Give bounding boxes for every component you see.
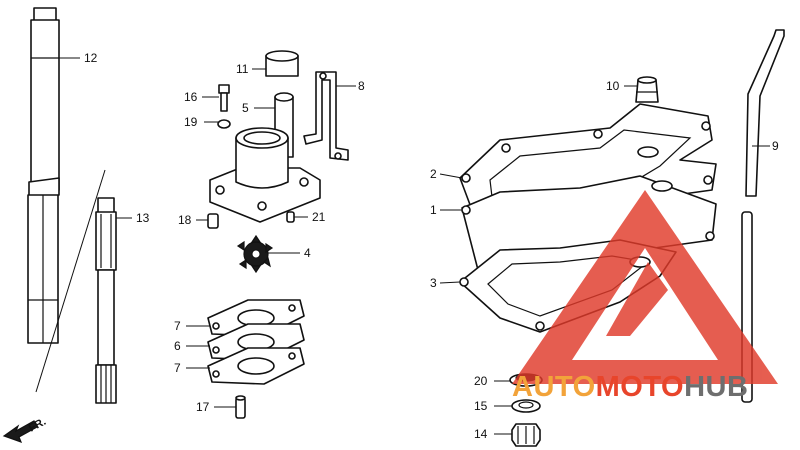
part-15-washer <box>511 399 541 413</box>
watermark-moto: MOTO <box>596 371 684 403</box>
part-17-pin <box>235 395 246 419</box>
part-8-bracket <box>303 71 349 161</box>
callout-20: 20 <box>474 374 488 388</box>
callout-7-lower: 7 <box>174 361 181 375</box>
part-19-washer <box>217 119 231 129</box>
guide-line <box>35 169 106 393</box>
callout-13: 13 <box>136 211 150 225</box>
part-21-dowel <box>286 211 295 223</box>
part-16-bolt <box>218 84 230 112</box>
callout-19: 19 <box>184 115 198 129</box>
part-11-cap <box>265 50 299 77</box>
callout-10: 10 <box>606 79 620 93</box>
callout-2: 2 <box>430 167 437 181</box>
fr-label: FR. <box>27 416 48 435</box>
part-4-impeller <box>236 234 274 274</box>
part-water-pump-housing <box>209 127 321 223</box>
part-14-gear <box>511 423 541 447</box>
part-12-tube <box>27 7 60 344</box>
callout-6: 6 <box>174 339 181 353</box>
callout-17: 17 <box>196 400 210 414</box>
part-18-pin <box>207 213 219 229</box>
watermark-logo <box>512 190 778 384</box>
callout-3: 3 <box>430 276 437 290</box>
forward-direction-marker: FR. <box>2 416 48 444</box>
callout-1: 1 <box>430 203 437 217</box>
watermark-inner-a-icon <box>606 262 668 336</box>
part-7-gasket-lower <box>207 347 305 385</box>
callout-11: 11 <box>236 62 249 76</box>
leader-lines <box>59 57 770 435</box>
callout-12: 12 <box>84 51 98 65</box>
callout-16: 16 <box>184 90 198 104</box>
callout-14: 14 <box>474 427 488 441</box>
forward-arrow-icon <box>2 420 38 444</box>
callout-21: 21 <box>312 210 326 224</box>
callout-4: 4 <box>304 246 311 260</box>
callout-18: 18 <box>178 213 192 227</box>
watermark-hub: HUB <box>684 371 748 403</box>
part-10-grommet <box>635 76 659 103</box>
watermark-triangle-icon <box>512 190 778 384</box>
watermark-text: AUTOMOTOHUB <box>512 371 748 403</box>
callout-9: 9 <box>772 139 779 153</box>
callout-5: 5 <box>242 101 249 115</box>
callout-15: 15 <box>474 399 488 413</box>
callout-8: 8 <box>358 79 365 93</box>
callout-7-upper: 7 <box>174 319 181 333</box>
part-13-shaft <box>95 197 117 404</box>
watermark-auto: AUTO <box>512 371 596 403</box>
